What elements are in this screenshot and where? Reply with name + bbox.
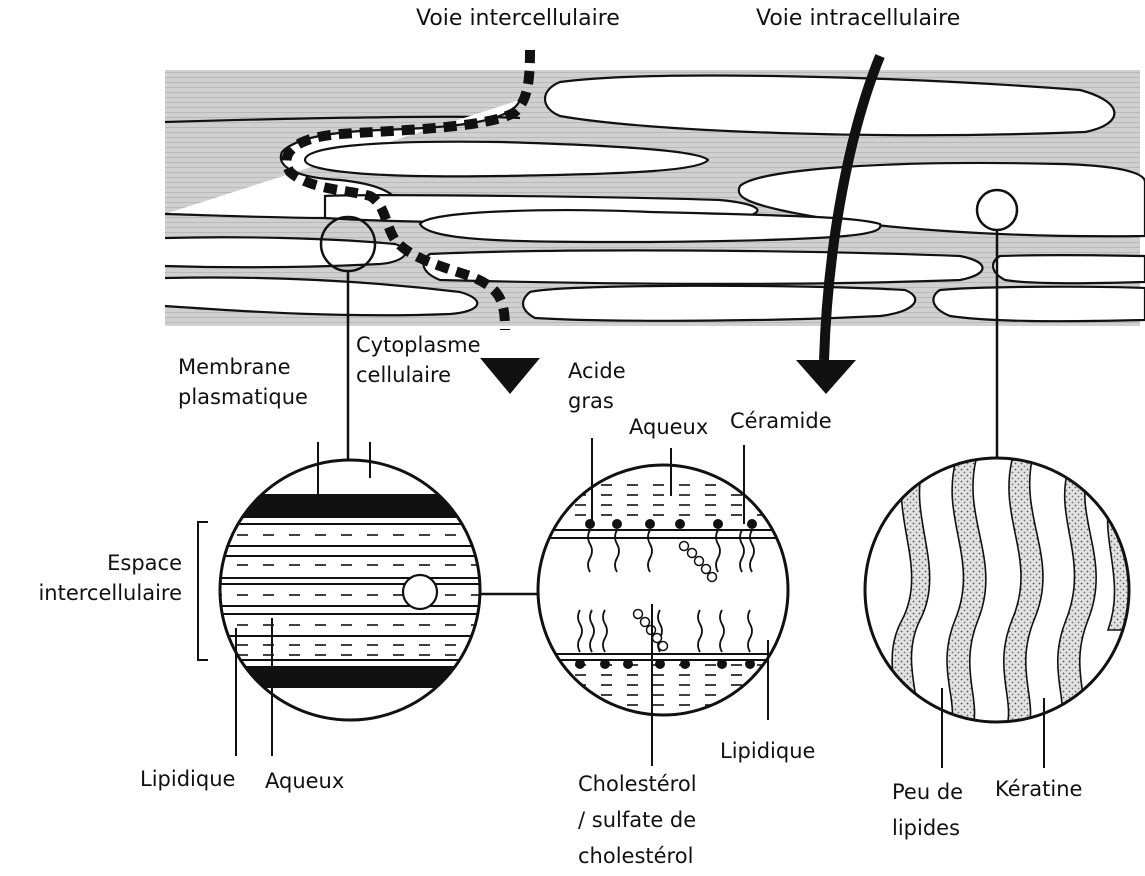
- corneocyte-cell: [993, 255, 1145, 283]
- corneocyte-cell: [523, 286, 915, 321]
- detail-circle-right: [860, 455, 1140, 768]
- corneocyte-cell: [165, 237, 406, 267]
- intercellular-space-bracket: [198, 522, 208, 660]
- label-acide-gras: Acide gras: [568, 356, 626, 416]
- label-espace-intercellulaire: Espace intercellulaire: [10, 548, 182, 608]
- intercellular-route-arrowhead: [480, 358, 540, 394]
- label-cytoplasme-cellulaire: Cytoplasme cellulaire: [356, 330, 481, 390]
- label-aqueux-middle: Aqueux: [629, 412, 708, 442]
- label-lipidique-middle: Lipidique: [720, 736, 815, 766]
- corneocyte-cell: [933, 287, 1145, 322]
- label-peu-de-lipides: Peu de lipides: [892, 774, 963, 846]
- detail-circle-left: [198, 442, 490, 756]
- label-ceramide: Céramide: [730, 406, 832, 436]
- label-aqueux-left: Aqueux: [265, 766, 344, 796]
- label-cholesterol: Cholestérol / sulfate de cholestérol: [578, 766, 697, 874]
- label-voie-intracellulaire: Voie intracellulaire: [756, 4, 960, 34]
- intracellular-route-arrowhead: [796, 360, 856, 394]
- label-keratine: Kératine: [995, 774, 1082, 804]
- label-lipidique-left: Lipidique: [140, 764, 235, 794]
- label-membrane-plasmatique: Membrane plasmatique: [178, 352, 308, 412]
- label-voie-intercellulaire: Voie intercellulaire: [416, 4, 620, 34]
- detail-circle-middle: [530, 438, 800, 766]
- corneocyte-cell: [423, 250, 982, 283]
